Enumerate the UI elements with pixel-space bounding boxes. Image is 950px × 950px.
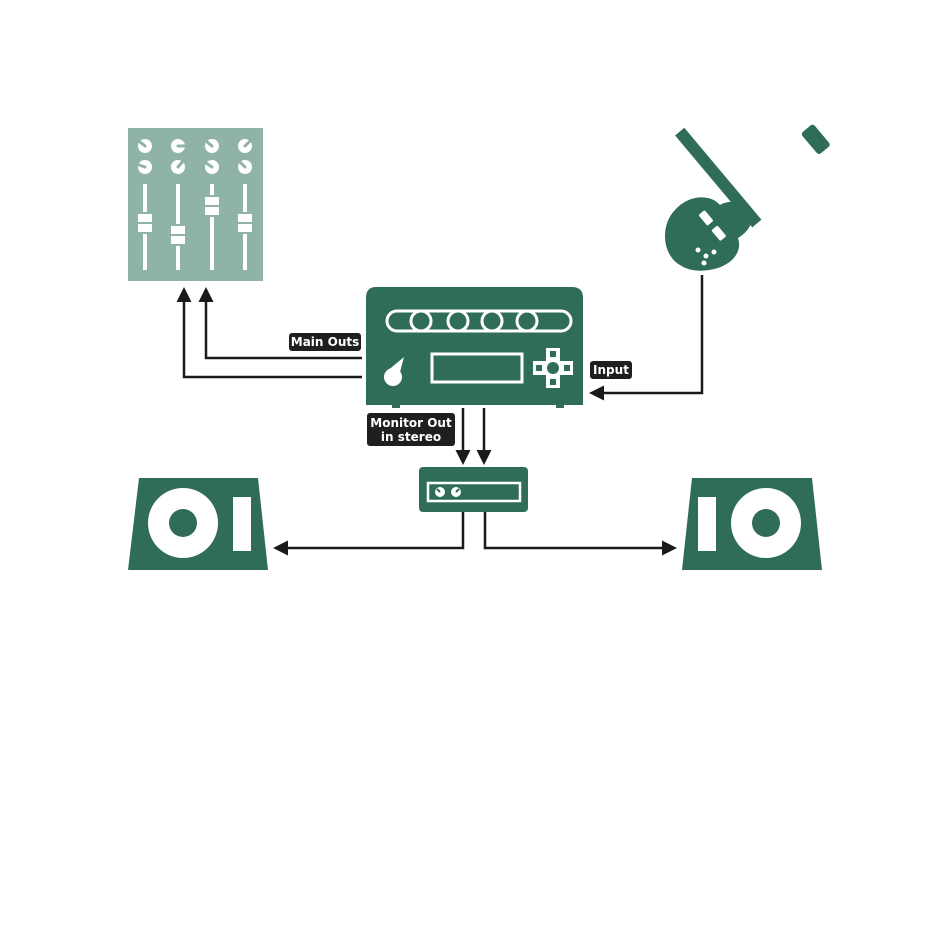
input-label-text: Input <box>593 363 629 377</box>
left-monitor-speaker-icon <box>128 478 268 570</box>
right-monitor-speaker-icon <box>682 478 822 570</box>
monitor-out-label-line2: in stereo <box>381 430 441 444</box>
main-outs-label: Main Outs <box>289 333 361 351</box>
mixer-icon <box>128 128 263 281</box>
monitor-out-label-line1: Monitor Out <box>370 416 452 430</box>
guitar-icon <box>665 123 831 270</box>
amp-left-speaker-wire <box>276 512 463 548</box>
amp-right-speaker-wire <box>485 512 674 548</box>
monitor-out-label: Monitor Out in stereo <box>367 413 455 446</box>
multi-effects-processor-icon <box>366 287 583 408</box>
input-label: Input <box>590 361 632 379</box>
power-amp-icon <box>419 467 528 512</box>
main-outs-label-text: Main Outs <box>291 335 360 349</box>
